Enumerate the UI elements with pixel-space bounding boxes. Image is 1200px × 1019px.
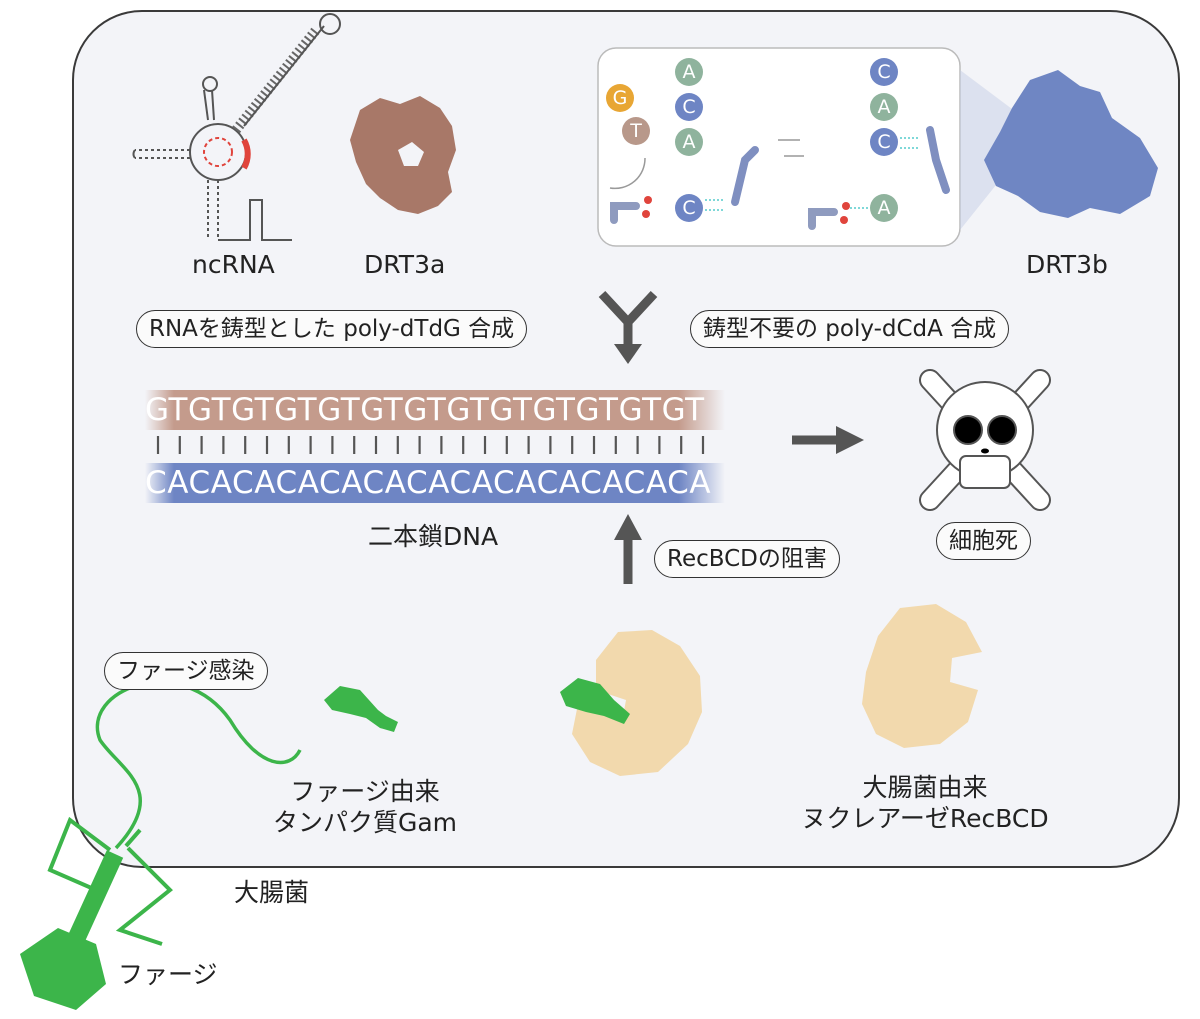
- phage-icon: [20, 680, 302, 1010]
- dsdna-label: 二本鎖DNA: [368, 522, 499, 551]
- drt3b-protein-icon: [984, 70, 1158, 218]
- synthesis-inset-panel: [597, 47, 1040, 247]
- ecoli-nuclease-label-line1: 大腸菌由来: [862, 773, 988, 802]
- recbcd-protein-icon: [862, 604, 982, 748]
- phage-protein-label: ファージ由来 タンパク質Gam: [270, 776, 460, 839]
- recbcd-gam-complex-icon: [560, 630, 702, 776]
- phage-protein-label-line2: タンパク質Gam: [272, 808, 458, 838]
- phage-infection-tag: ファージ感染: [104, 652, 268, 690]
- nucleotide-letter: C: [877, 131, 891, 153]
- ecoli-nuclease-label-line2: ヌクレアーゼRecBCD: [801, 804, 1049, 834]
- template-free-synthesis-tag: 鋳型不要の poly-dCdA 合成: [690, 310, 1010, 348]
- merge-arrow: [598, 290, 658, 346]
- skull-crossbones-icon: [919, 369, 1051, 511]
- nucleotide-letter: C: [682, 96, 696, 118]
- ecoli-label: 大腸菌: [234, 878, 310, 907]
- gam-protein-icon: [324, 686, 398, 732]
- nucleotide-letter: C: [682, 197, 696, 219]
- dna-strand-poly-dtdg: GTGTGTGTGTGTGTGTGTGTGTGTGT: [145, 390, 725, 430]
- nucleotide-letter: C: [877, 61, 891, 83]
- cell-death-tag: 細胞死: [936, 522, 1031, 560]
- nucleotide-letter: A: [877, 96, 891, 118]
- phage-dna-strand: [95, 680, 302, 850]
- rna-template-synthesis-tag: RNAを鋳型とした poly-dTdG 合成: [136, 310, 528, 348]
- ecoli-nuclease-label: 大腸菌由来 ヌクレアーゼRecBCD: [800, 772, 1050, 835]
- base-pair-ticks: [156, 436, 705, 454]
- phage-protein-label-line1: ファージ由来: [290, 777, 440, 806]
- nucleotide-letter: G: [612, 87, 628, 109]
- dna-strand-poly-dcda: CACACACACACACACACACACACACA: [145, 463, 725, 503]
- ncrna-label: ncRNA: [192, 250, 275, 279]
- nucleotide-letter: A: [682, 61, 696, 83]
- recbcd-inhibition-tag: RecBCDの阻害: [654, 540, 840, 578]
- phage-label: ファージ: [118, 960, 218, 989]
- drt3a-protein-icon: [350, 96, 456, 214]
- nucleotide-letter: A: [682, 131, 696, 153]
- drt3b-label: DRT3b: [1026, 250, 1108, 279]
- drt3a-label: DRT3a: [364, 250, 446, 279]
- ncrna-structure-icon: [132, 13, 341, 241]
- nucleotide-letter: T: [630, 120, 642, 142]
- nucleotide-letter: A: [877, 197, 891, 219]
